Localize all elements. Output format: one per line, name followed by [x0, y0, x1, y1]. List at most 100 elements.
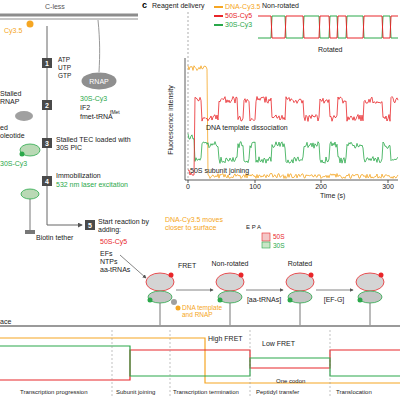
- dye-star: [27, 21, 34, 28]
- annotation-label: EFs: [100, 250, 112, 258]
- dye-star: [379, 273, 384, 278]
- annotation-label: [EF-G]: [324, 296, 345, 304]
- step-number-box: 4: [42, 176, 52, 186]
- annotation-label: Translocation: [336, 389, 372, 396]
- annotation-label: ace: [0, 318, 11, 326]
- ribosome-30s: [218, 291, 242, 303]
- biotin-tether: [230, 303, 231, 325]
- annotation-label: 0: [186, 183, 190, 191]
- ribosome-icon: [356, 273, 384, 326]
- phase-divider: [330, 330, 331, 398]
- dna-strand: [0, 18, 138, 20]
- annotation-label: ATP: [58, 56, 70, 63]
- annotation-label: Time (s): [320, 192, 345, 200]
- annotation-label: aa-tRNAs: [100, 266, 130, 274]
- dye-star: [288, 298, 293, 303]
- ribosome-30s: [148, 291, 172, 303]
- annotation-label: Non-rotated: [262, 2, 299, 10]
- timeline-trace: [0, 346, 400, 376]
- annotation-label: Immobilization: [56, 172, 101, 180]
- annotation-label: Peptidyl transfer: [256, 389, 299, 396]
- annotation-label: 532 nm laser excitation: [56, 181, 142, 189]
- intensity-trace: [188, 97, 398, 176]
- step-number-box: 2: [42, 100, 52, 110]
- legend-swatch: [214, 15, 223, 17]
- rnap-symbol: [171, 299, 177, 305]
- annotation-label: Rotated: [288, 260, 313, 268]
- dye-star: [309, 273, 314, 278]
- step-number: 5: [88, 222, 92, 229]
- step-number: 4: [45, 178, 49, 185]
- annotation-label: IF2: [80, 104, 90, 112]
- axis-tick: [255, 180, 256, 183]
- ribosome-50s: [356, 273, 384, 291]
- annotation-label: Transcription progression: [20, 389, 87, 396]
- state-trace: [258, 16, 398, 38]
- step-number-box: 1: [42, 58, 52, 68]
- annotation-label: Start reaction by adding:: [98, 218, 162, 234]
- node-label: RNAP: [89, 78, 108, 85]
- legend-entry: DNA-Cy3.5: [214, 3, 260, 10]
- biotin-tether: [300, 303, 301, 325]
- annotation-label: 30S-Cy3: [80, 95, 107, 103]
- rnap-ellipse: RNAP: [81, 72, 117, 90]
- intensity-trace: [188, 66, 398, 179]
- annotation-label: One codon: [276, 378, 305, 385]
- annotation-label: Low FRET: [262, 340, 295, 348]
- annotation-label: oleotide: [0, 132, 25, 140]
- annotation-label: DNA-Cy3.5 moves closer to surface: [165, 216, 239, 232]
- annotation-label: Rotated: [318, 46, 343, 54]
- dye-star: [169, 273, 174, 278]
- flow-arrow: [316, 290, 353, 291]
- step-number-box: 5: [85, 220, 95, 230]
- annotation-label: C-less: [45, 3, 65, 11]
- annotation-label: fmet-tRNA: [80, 113, 113, 121]
- x-axis: [185, 180, 398, 181]
- dna-strand: [0, 14, 138, 17]
- annotation-label: E P A: [246, 224, 261, 231]
- dye-star: [358, 298, 363, 303]
- annotation-label: Stalled TEC loaded with 30S PIC: [56, 136, 142, 152]
- annotation-label: 50S subunit joining: [190, 167, 249, 175]
- annotation-label: FRET: [178, 262, 196, 270]
- annotation-label: 100: [249, 183, 261, 191]
- phase-divider: [250, 330, 251, 398]
- phase-divider: [112, 330, 113, 398]
- legend-entry: 50S-Cy5: [214, 12, 252, 19]
- ribosome-icon: [146, 273, 181, 326]
- legend-entry: 30S-Cy3: [214, 21, 252, 28]
- step-number: 1: [45, 60, 49, 67]
- ribosome-30s: [288, 291, 312, 303]
- step-number-box: 3: [42, 138, 52, 148]
- flow-arrow: [47, 26, 82, 225]
- annotation-label: GTP: [58, 72, 71, 79]
- dye-star: [176, 306, 181, 311]
- annotation-label: fMet: [110, 110, 120, 116]
- biotin-tether: [370, 303, 371, 325]
- ribosome-30s: [20, 144, 40, 156]
- legend-swatch: [214, 24, 223, 26]
- annotation-label: 300: [382, 183, 394, 191]
- annotation-label: 30S-Cy3: [0, 160, 27, 168]
- legend-swatch: [214, 6, 223, 8]
- panel-letter: c: [142, 0, 147, 10]
- dye-star: [148, 298, 153, 303]
- annotation-label: DNA template and RNAP: [182, 304, 232, 319]
- dye-star: [20, 152, 25, 157]
- flow-arrow: [176, 290, 213, 291]
- rnap-shape: [82, 73, 117, 90]
- reagent-marker: [188, 12, 189, 180]
- dye-star: [218, 298, 223, 303]
- annotation-label: DNA template dissociation: [206, 124, 288, 132]
- site-key: [262, 233, 270, 241]
- rnap-symbol: [15, 111, 33, 121]
- annotation-label: ed: [0, 124, 8, 132]
- ribosome-icon: [286, 273, 314, 326]
- intensity-trace: [188, 134, 398, 164]
- timeline-trace: [0, 338, 400, 383]
- biotin-tether: [160, 303, 161, 325]
- axis-tick: [388, 180, 389, 183]
- legend-text: DNA-Cy3.5: [225, 3, 260, 10]
- site-key: [262, 242, 270, 248]
